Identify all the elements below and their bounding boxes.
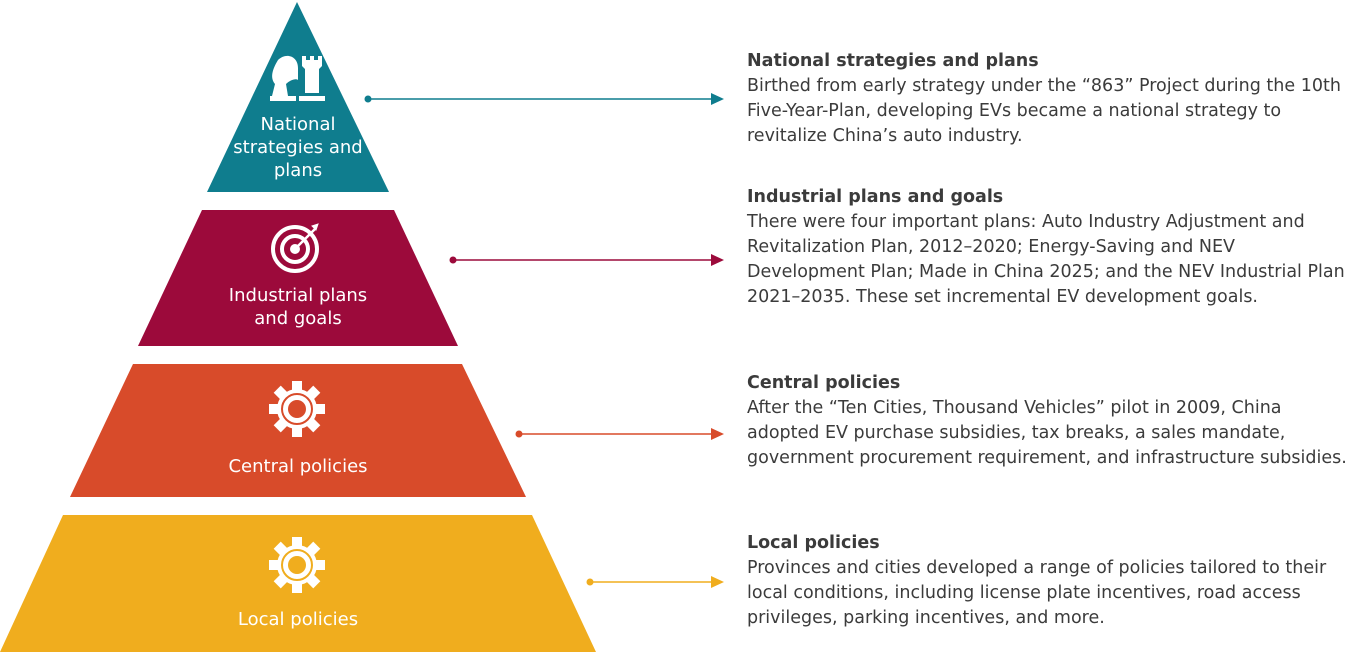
description-national: National strategies and plans Birthed fr… — [747, 49, 1357, 149]
description-body: Birthed from early strategy under the “8… — [747, 76, 1341, 146]
description-local: Local policies Provinces and cities deve… — [747, 531, 1357, 631]
description-central: Central policies After the “Ten Cities, … — [747, 371, 1357, 471]
connector-local — [586, 576, 724, 588]
description-title: Local policies — [747, 533, 880, 553]
description-title: Industrial plans and goals — [747, 187, 1004, 207]
pyramid-level-industrial — [138, 210, 458, 346]
description-title: National strategies and plans — [747, 51, 1039, 71]
description-body: Provinces and cities developed a range o… — [747, 558, 1327, 628]
description-title: Central policies — [747, 373, 901, 393]
target-icon — [271, 223, 319, 273]
description-industrial: Industrial plans and goals There were fo… — [747, 185, 1357, 310]
level-label-national: National strategies and plans — [233, 114, 363, 181]
level-label-local: Local policies — [237, 609, 359, 630]
level-label-industrial: Industrial plans and goals — [228, 285, 368, 329]
gear-icon — [269, 537, 325, 593]
connector-central — [515, 428, 724, 440]
pyramid-level-national — [207, 2, 389, 192]
gear-icon — [269, 381, 325, 437]
connector-national — [364, 93, 724, 105]
chess-icon — [270, 55, 325, 101]
description-body: There were four important plans: Auto In… — [747, 212, 1345, 307]
description-body: After the “Ten Cities, Thousand Vehicles… — [747, 398, 1347, 468]
level-label-central: Central policies — [228, 456, 368, 477]
connector-industrial — [449, 254, 724, 266]
